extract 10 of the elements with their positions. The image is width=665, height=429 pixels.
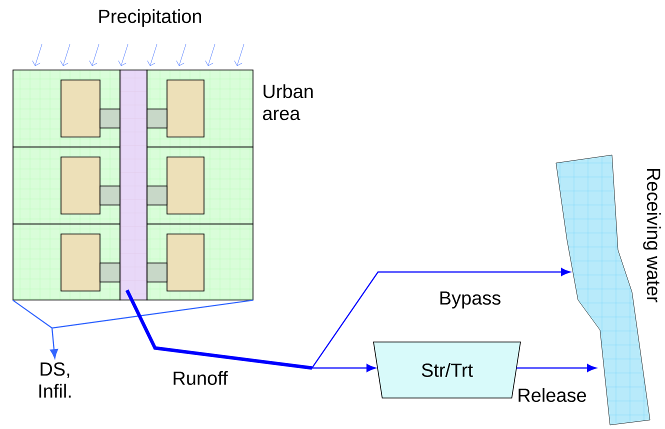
precipitation-label: Precipitation (99, 9, 202, 27)
area-label: Urban area (263, 84, 313, 120)
outflow-label: DS, Infil. (39, 362, 71, 398)
river-label: Receiving water (643, 168, 661, 302)
arrow (12, 300, 254, 358)
edge-label: Release (518, 388, 586, 402)
edge-label: Runoff (174, 371, 228, 385)
edge-label: Bypass (440, 291, 500, 308)
arrow (516, 364, 596, 372)
trunk-line (125, 289, 312, 370)
